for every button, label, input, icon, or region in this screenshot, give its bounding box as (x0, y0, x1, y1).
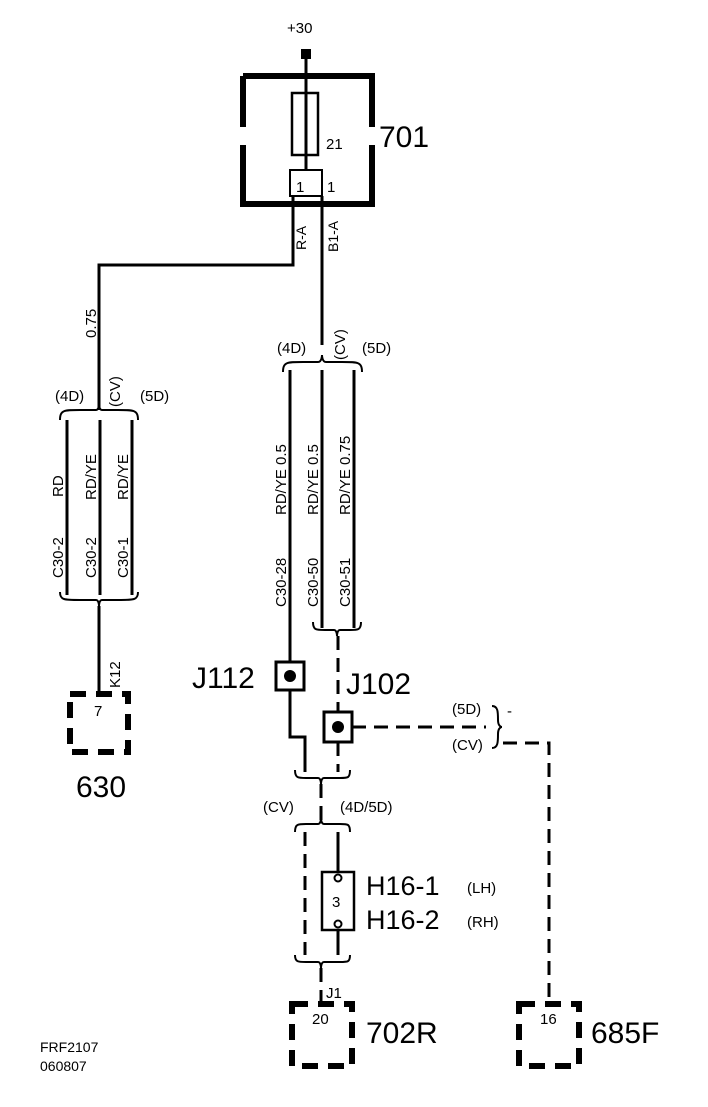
footer-date: 060807 (40, 1058, 87, 1074)
wire-to-685f (503, 741, 551, 1003)
supply-terminal (301, 49, 311, 59)
lower-bracket-bottom (294, 817, 351, 833)
splice-j102-dot (332, 721, 344, 733)
bottom-bracket (294, 954, 351, 969)
fuse-pin-left: 1 (296, 179, 304, 196)
lamp-label-rh: H16-2 (366, 905, 440, 935)
right-variant-cv: (CV) (452, 737, 483, 754)
left-variant-cv: (CV) (107, 376, 124, 407)
fuse-box-id: 701 (379, 121, 429, 154)
component-685f-id: 685F (591, 1017, 659, 1050)
supply-label: +30 (287, 20, 312, 37)
left-pin-2: C30-2 (83, 537, 100, 578)
component-630-id: 630 (76, 771, 126, 804)
component-685f (516, 1001, 582, 1069)
lamp-side-rh: (RH) (467, 914, 499, 931)
lamp-pin: 3 (332, 894, 340, 911)
component-702r-id: 702R (366, 1017, 438, 1050)
left-bracket-top (59, 403, 139, 421)
mid-wire-label-2: RD/YE 0.5 (305, 444, 322, 515)
left-variant-4d: (4D) (55, 388, 84, 405)
mid-pin-1: C30-28 (273, 558, 290, 607)
component-685f-pin: 16 (540, 1011, 557, 1028)
left-variant-5d: (5D) (140, 388, 169, 405)
wire-code-left: R-A (293, 225, 309, 250)
lamp-side-lh: (LH) (467, 880, 496, 897)
wire-j112-down (288, 690, 307, 772)
left-color-2: RD/YE (83, 454, 100, 500)
splice-j102-label: J102 (346, 668, 411, 701)
lamp-terminal-top (333, 873, 343, 883)
mid-pin-2: C30-50 (305, 558, 322, 607)
mid-pin-3: C30-51 (337, 558, 354, 607)
splice-j112-label: J112 (192, 662, 255, 695)
fuse-pin-right: 1 (327, 179, 335, 196)
component-702r-pin: 20 (312, 1011, 329, 1028)
lower-variant-cv: (CV) (263, 799, 294, 816)
left-wire-size: 0.75 (83, 309, 100, 338)
right-brace (491, 705, 503, 749)
wire-code-right: B1-A (325, 220, 341, 252)
mid-variant-4d: (4D) (277, 340, 306, 357)
lower-bracket-top (294, 769, 351, 785)
mid-wire-label-1: RD/YE 0.5 (273, 444, 290, 515)
component-702r (289, 1001, 355, 1069)
fuse-number: 21 (326, 136, 343, 153)
right-variant-5d: (5D) (452, 701, 481, 718)
lower-variant-4d5d: (4D/5D) (340, 799, 393, 816)
lamp-label-lh: H16-1 (366, 871, 440, 901)
right-dash-mark: - (507, 703, 512, 720)
fuse-box-outline (240, 73, 375, 207)
mid-wire-label-3: RD/YE 0.75 (337, 436, 354, 515)
lamp-terminal-bottom (333, 919, 343, 929)
left-pin-1: C30-2 (50, 537, 67, 578)
wire-left-branch (97, 196, 295, 410)
component-630 (67, 691, 131, 755)
left-color-1: RD (50, 475, 67, 497)
mid-bracket-top (282, 354, 363, 373)
footer-code: FRF2107 (40, 1039, 99, 1055)
component-630-pin: 7 (94, 703, 102, 720)
ground-left-connector: J1 (326, 985, 342, 1002)
fuse-box-701: 21 1 1 (240, 73, 375, 207)
left-pin-3: C30-1 (115, 537, 132, 578)
left-connector-pin: K12 (107, 661, 124, 688)
left-color-3: RD/YE (115, 454, 132, 500)
mid-variant-5d: (5D) (362, 340, 391, 357)
mid-variant-cv: (CV) (332, 329, 349, 360)
fuse-connector (289, 169, 323, 197)
splice-j112-dot (284, 670, 296, 682)
